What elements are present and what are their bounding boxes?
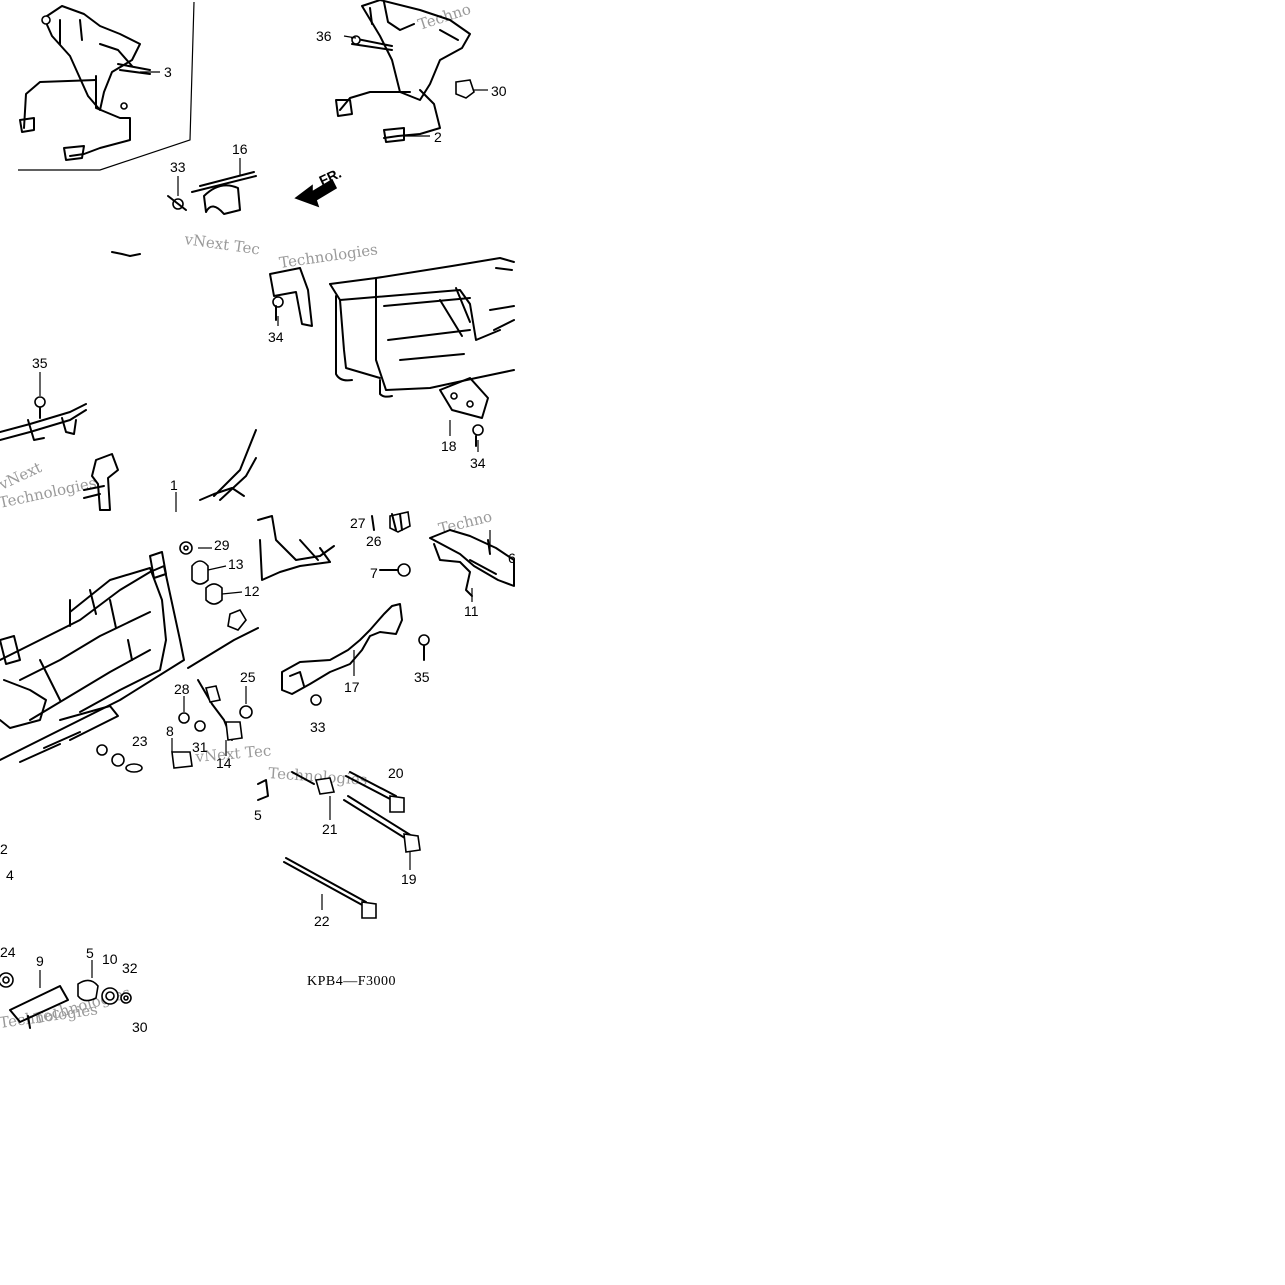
callout-11: 11	[464, 603, 479, 619]
callout-32: 32	[122, 960, 138, 976]
callout-6: 6	[508, 550, 516, 566]
bolts-group	[257, 771, 421, 919]
subframe-assembly-topleft	[18, 1, 195, 171]
front-arrow-icon	[294, 178, 338, 208]
watermark: vNext Tec	[182, 230, 261, 259]
callout-29: 29	[214, 537, 230, 553]
callout-21: 21	[322, 821, 338, 837]
watermark: Techno	[416, 0, 473, 34]
callout-labels: 3 36 30 2 16 33 34 35 18 34 1 27 26 29 1…	[0, 28, 516, 1035]
callout-17: 17	[344, 679, 360, 695]
callout-5: 5	[86, 945, 94, 961]
callout-4: 4	[6, 867, 14, 883]
callout-16: 16	[232, 141, 248, 157]
leader-lines	[39, 35, 491, 988]
watermark: Technologies	[278, 240, 379, 272]
callout-8: 8	[166, 723, 174, 739]
callout-25: 25	[240, 669, 256, 685]
callout-34: 34	[268, 329, 284, 345]
callout-35: 35	[32, 355, 48, 371]
callout-34: 34	[470, 455, 486, 471]
mount-parts-bottom	[0, 972, 132, 1029]
callout-33: 33	[170, 159, 186, 175]
bracket-16	[111, 171, 257, 257]
callout-10: 10	[102, 951, 118, 967]
callout-15: 5	[254, 807, 262, 823]
frame-pipe-left	[0, 396, 257, 511]
callout-1: 1	[170, 477, 178, 493]
watermark: Techno	[437, 507, 494, 538]
callout-2: 2	[434, 129, 442, 145]
callout-7: 7	[370, 565, 378, 581]
callout-14: 14	[216, 755, 232, 771]
callout-9: 9	[36, 953, 44, 969]
callout-31: 31	[192, 739, 208, 755]
callout-23: 23	[132, 733, 148, 749]
callout-28: 28	[174, 681, 190, 697]
callout-19: 19	[401, 871, 417, 887]
callout-2: 2	[0, 841, 8, 857]
callout-12: 12	[244, 583, 260, 599]
main-frame-front	[0, 541, 259, 773]
main-frame-rear	[269, 257, 515, 447]
callout-22: 22	[314, 913, 330, 929]
front-arrow-label: FR.	[317, 165, 344, 189]
frame-front-section	[257, 511, 515, 706]
callout-36: 36	[316, 28, 332, 44]
callout-26: 26	[366, 533, 382, 549]
callout-20: 20	[388, 765, 404, 781]
callout-33: 33	[310, 719, 326, 735]
diagram-code: KPB4—F3000	[307, 974, 396, 989]
callout-35: 35	[414, 669, 430, 685]
callout-30: 30	[491, 83, 507, 99]
callout-18: 18	[441, 438, 457, 454]
callout-27: 27	[350, 515, 366, 531]
callout-13: 13	[228, 556, 244, 572]
callout-24: 24	[0, 944, 16, 960]
callout-30: 30	[132, 1019, 148, 1035]
callout-3: 3	[164, 64, 172, 80]
